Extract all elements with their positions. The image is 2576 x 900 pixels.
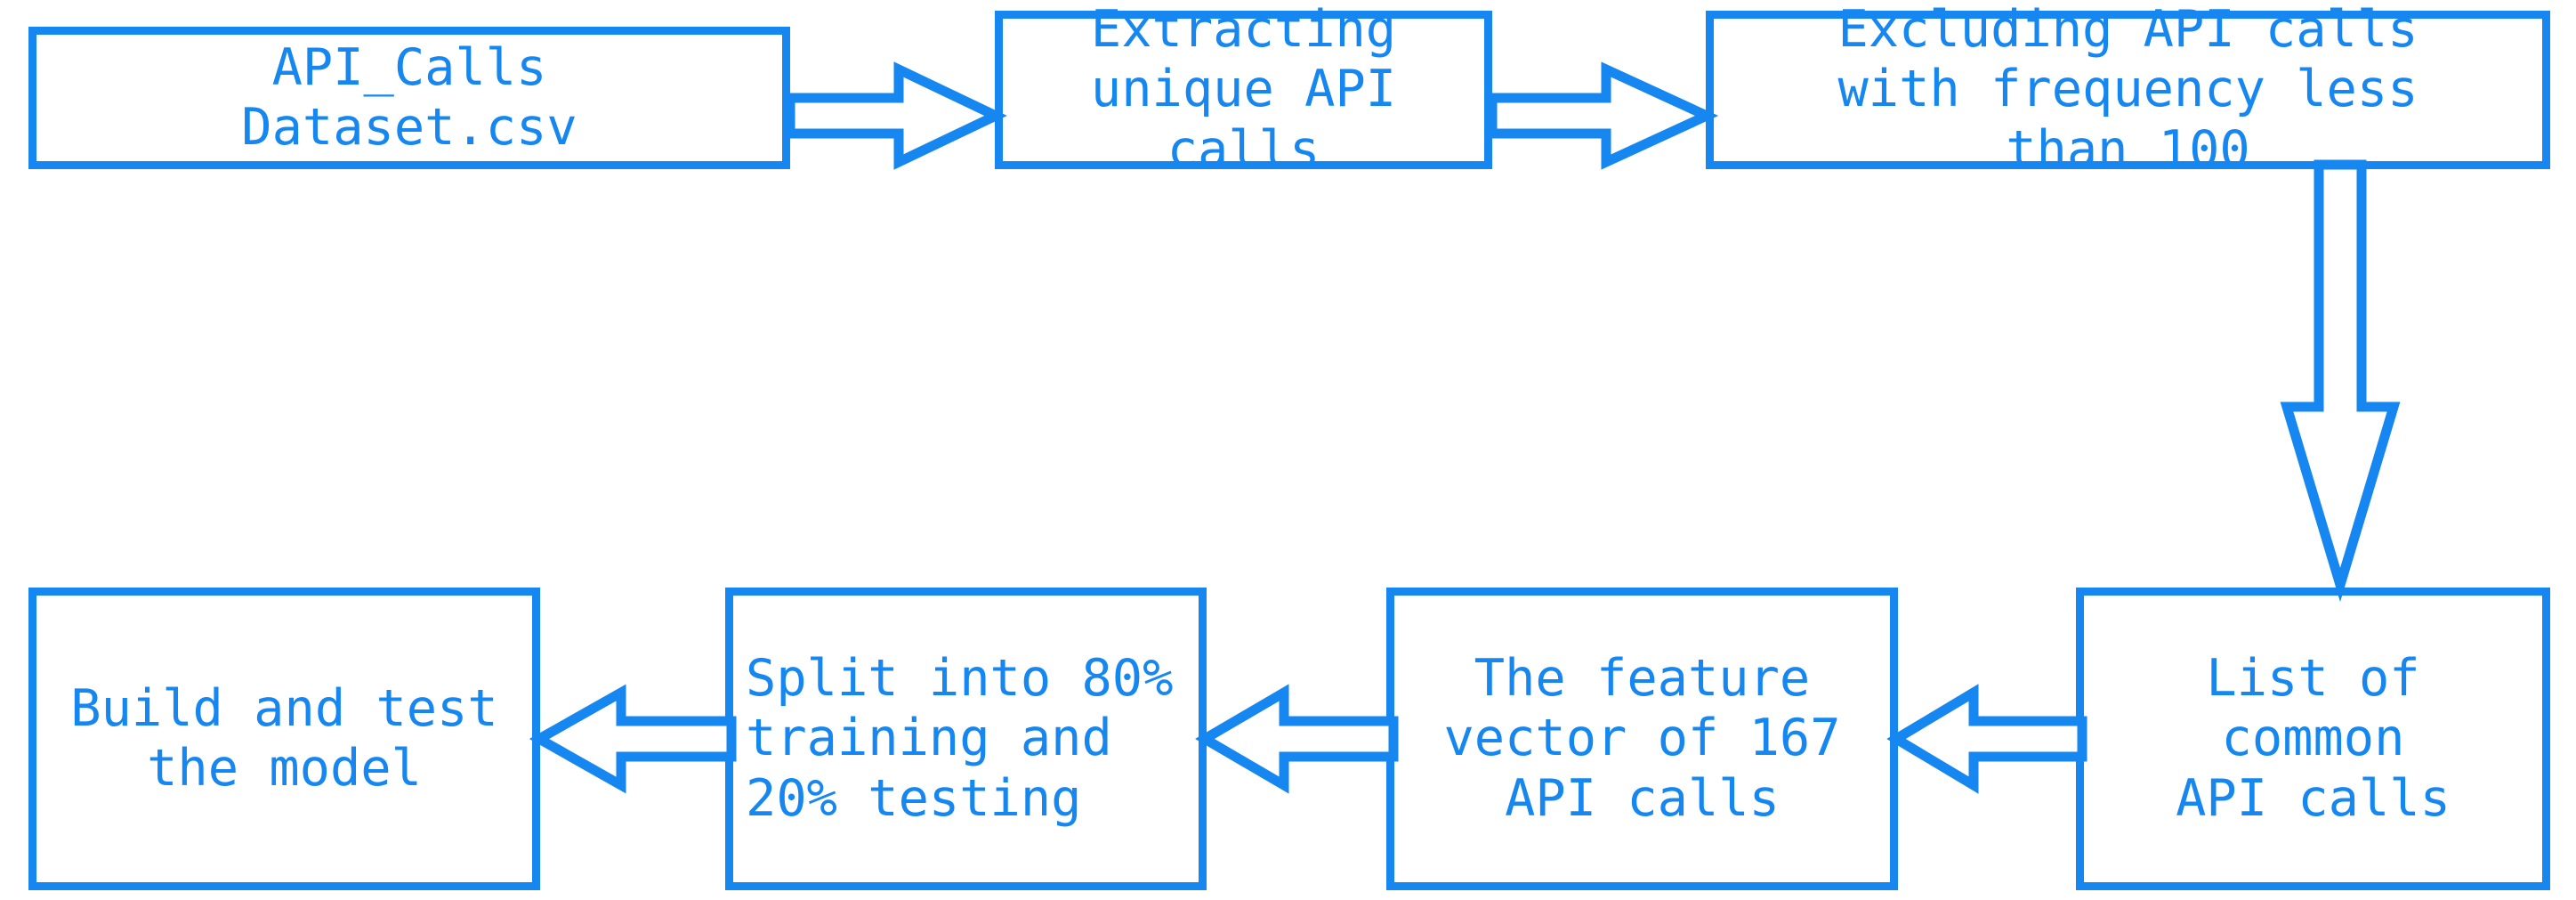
node-feature-vector-label: The feature vector of 167 API calls [1443,649,1841,828]
arrow-left-icon [529,684,737,794]
node-common-api-calls[interactable]: List of common API calls [2076,588,2550,890]
edge-dataset-to-extract [785,61,1007,170]
node-split-train-test-label: Split into 80% training and 20% testing [746,649,1174,828]
node-exclude-low-frequency-label: Excluding API calls with frequency less … [1837,0,2419,179]
node-dataset[interactable]: API_Calls Dataset.csv [28,27,790,169]
arrow-down-icon [2280,159,2401,603]
edge-common-to-feature [1886,684,2087,794]
node-build-test-model[interactable]: Build and test the model [28,588,540,890]
node-dataset-label: API_Calls Dataset.csv [241,37,577,157]
edge-feature-to-split [1195,684,1399,794]
node-feature-vector[interactable]: The feature vector of 167 API calls [1386,588,1898,890]
edge-extract-to-exclude [1487,61,1719,170]
node-split-train-test[interactable]: Split into 80% training and 20% testing [725,588,1207,890]
arrow-right-icon [785,61,1007,170]
edge-exclude-to-common [2260,159,2420,603]
edge-split-to-build [529,684,737,794]
arrow-right-icon [1487,61,1719,170]
arrow-left-icon [1195,684,1399,794]
node-build-test-model-label: Build and test the model [70,678,498,798]
node-extract-unique[interactable]: Extracting unique API calls [995,0,1492,179]
arrow-left-icon [1886,684,2087,794]
node-common-api-calls-label: List of common API calls [2176,649,2451,828]
node-exclude-low-frequency[interactable]: Excluding API calls with frequency less … [1706,0,2550,179]
node-extract-unique-label: Extracting unique API calls [1090,0,1397,179]
